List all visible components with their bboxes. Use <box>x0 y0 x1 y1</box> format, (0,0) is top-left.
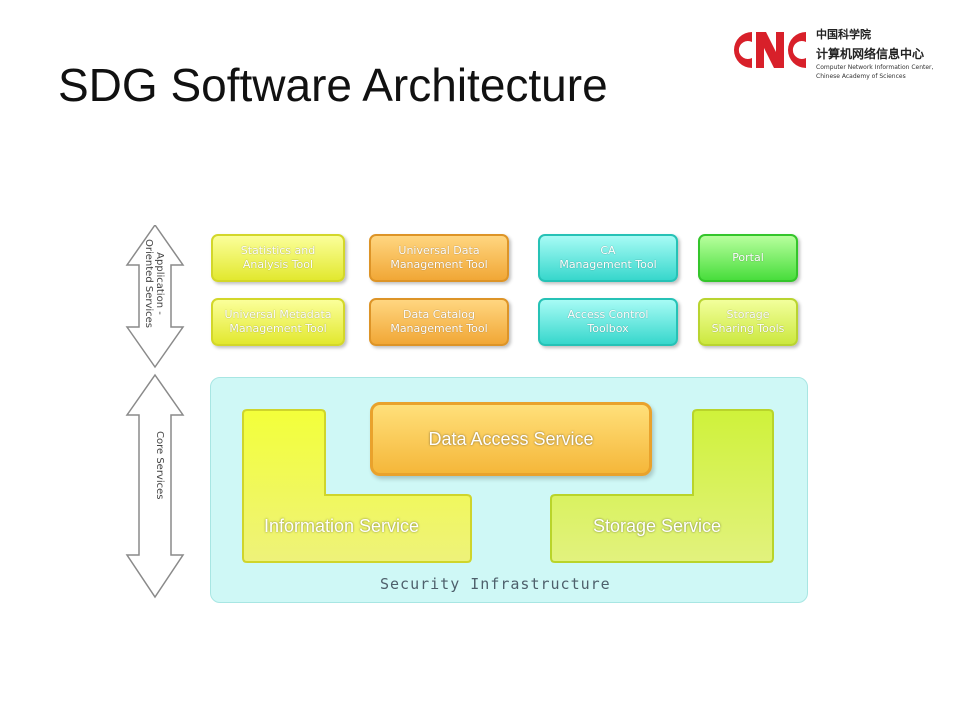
core-service-shapes <box>242 409 774 563</box>
universal-data-management-tool: Universal Data Management Tool <box>369 234 509 282</box>
logo-english-line1: Computer Network Information Center, <box>816 64 934 71</box>
diagram-arrows <box>125 225 185 599</box>
storage-service-shape <box>550 409 774 563</box>
access-control-toolbox: Access Control Toolbox <box>538 298 678 346</box>
slide-title: SDG Software Architecture <box>58 59 608 111</box>
data-catalog-management-tool: Data Catalog Management Tool <box>369 298 509 346</box>
statistics-analysis-tool: Statistics and Analysis Tool <box>211 234 345 282</box>
portal-tool: Portal <box>698 234 798 282</box>
universal-metadata-management-tool: Universal Metadata Management Tool <box>211 298 345 346</box>
cnic-logo: 中国科学院 计算机网络信息中心 Computer Network Informa… <box>722 18 952 84</box>
security-infrastructure-label: Security Infrastructure <box>380 575 611 593</box>
information-service-shape <box>242 409 472 563</box>
data-access-service-box: Data Access Service <box>370 402 652 476</box>
logo-chinese-line2: 计算机网络信息中心 <box>816 47 925 61</box>
logo-chinese-line1: 中国科学院 <box>816 28 871 41</box>
storage-sharing-tools: Storage Sharing Tools <box>698 298 798 346</box>
information-service-label: Information Service <box>264 516 420 536</box>
storage-service-label: Storage Service <box>593 516 722 536</box>
lower-double-arrow-icon <box>125 373 185 599</box>
upper-double-arrow-icon <box>125 225 185 369</box>
cnc-logo-icon <box>734 32 806 68</box>
ca-management-tool: CA Management Tool <box>538 234 678 282</box>
architecture-diagram: Application - Oriented Services Core Ser… <box>125 225 815 610</box>
logo-english-line2: Chinese Academy of Sciences <box>816 73 906 80</box>
data-access-service-label: Data Access Service <box>428 428 594 449</box>
